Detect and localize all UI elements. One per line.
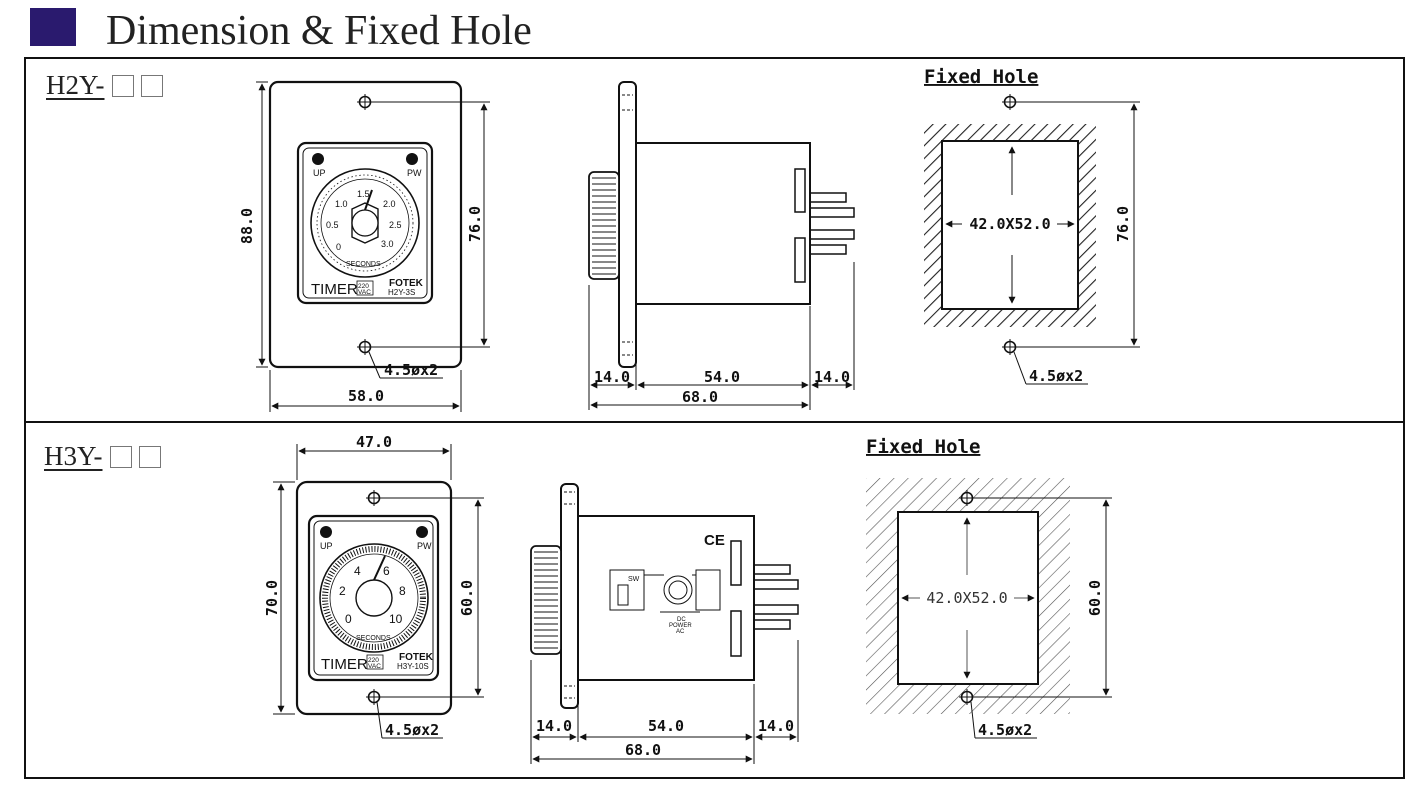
- screw-callout: 4.5øx2: [978, 721, 1032, 739]
- box-icon: [109, 445, 132, 468]
- dim-width: 58.0: [348, 387, 384, 405]
- scale-label: 1.5: [357, 189, 370, 199]
- model-label-h3y: H3Y-: [44, 441, 161, 472]
- wiring-diagram: [609, 569, 721, 613]
- scale-label: 2: [339, 584, 346, 598]
- voltage-label: 220: [368, 657, 379, 664]
- power-label: POWER: [669, 623, 692, 629]
- dim-body: 54.0: [704, 368, 740, 386]
- row-divider: [24, 421, 1405, 423]
- h2y-side-view: 14.0 54.0 14.0 68.0: [588, 81, 855, 410]
- up-label: UP: [320, 541, 333, 551]
- box-icon: [111, 74, 134, 97]
- timer-label: TIMER: [321, 656, 368, 673]
- h3y-front-view: UP PW 0 2 4 6 8 10 SECONDS TIMER 220 VAC…: [263, 433, 484, 739]
- screw-callout: 4.5øx2: [384, 361, 438, 379]
- dim-front: 14.0: [594, 368, 630, 386]
- page-title: Dimension & Fixed Hole: [106, 8, 532, 54]
- voltage-label: VAC: [358, 289, 371, 296]
- scale-label: 0.5: [326, 220, 339, 230]
- h3y-side-view: CE SW DC POWER AC 14.0 54.0 14.0 68.0: [530, 483, 799, 764]
- scale-label: 6: [383, 564, 390, 578]
- dc-label: DC: [677, 617, 686, 623]
- scale-label: 2.5: [389, 220, 402, 230]
- hole-height: 76.0: [1114, 206, 1132, 242]
- scale-label: 8: [399, 584, 406, 598]
- model-code: H2Y-3S: [388, 288, 415, 297]
- dim-total: 68.0: [625, 741, 661, 759]
- hole-size: 42.0X52.0: [926, 589, 1007, 607]
- box-icon: [140, 74, 163, 97]
- hole-size: 42.0X52.0: [969, 215, 1050, 233]
- sw-label: SW: [628, 576, 640, 583]
- box-icon: [138, 445, 161, 468]
- scale-label: 10: [389, 612, 403, 626]
- screw-callout: 4.5øx2: [385, 721, 439, 739]
- title-marker: [30, 8, 76, 46]
- pw-label: PW: [407, 168, 422, 178]
- scale-label: 0: [345, 612, 352, 626]
- scale-label: 0: [336, 242, 341, 252]
- dim-front: 14.0: [536, 717, 572, 735]
- scale-label: 2.0: [383, 199, 396, 209]
- scale-label: 3.0: [381, 239, 394, 249]
- seconds-label: SECONDS: [356, 635, 391, 642]
- h2y-front-view: UP PW 0 0.5 1.0 1.5 2.0 2.5 3.0 SECONDS …: [238, 80, 490, 412]
- seconds-label: SECONDS: [346, 261, 381, 268]
- timer-label: TIMER: [311, 281, 358, 298]
- dim-height: 88.0: [238, 208, 256, 244]
- pw-led-icon: [406, 153, 418, 165]
- model-text: H3Y-: [44, 441, 103, 471]
- voltage-label: 220: [358, 283, 369, 290]
- scale-label: 1.0: [335, 199, 348, 209]
- up-led-icon: [320, 526, 332, 538]
- up-label: UP: [313, 168, 326, 178]
- pw-led-icon: [416, 526, 428, 538]
- dim-inner-height: 76.0: [466, 206, 484, 242]
- diagram-frame: [24, 57, 1405, 779]
- ac-label: AC: [676, 629, 685, 635]
- hole-height: 60.0: [1086, 580, 1104, 616]
- fixed-hole-title: Fixed Hole: [866, 436, 980, 458]
- brand-label: FOTEK: [389, 278, 424, 289]
- dim-rear: 14.0: [758, 717, 794, 735]
- screw-callout: 4.5øx2: [1029, 367, 1083, 385]
- model-text: H2Y-: [46, 70, 105, 100]
- h2y-fixed-hole: Fixed Hole 42.0X52.0 76.0 4.5øx2: [924, 66, 1140, 385]
- scale-label: 4: [354, 564, 361, 578]
- model-code: H3Y-10S: [397, 662, 429, 671]
- dim-inner-height: 60.0: [458, 580, 476, 616]
- up-led-icon: [312, 153, 324, 165]
- dim-body: 54.0: [648, 717, 684, 735]
- fixed-hole-title: Fixed Hole: [924, 66, 1038, 88]
- voltage-label: VAC: [368, 663, 381, 670]
- brand-label: FOTEK: [399, 652, 434, 663]
- dim-width: 47.0: [356, 433, 392, 451]
- model-label-h2y: H2Y-: [46, 70, 163, 101]
- h3y-fixed-hole: Fixed Hole 42.0X52.0 60.0 4.5øx2: [866, 436, 1112, 739]
- dim-height: 70.0: [263, 580, 281, 616]
- dim-rear: 14.0: [814, 368, 850, 386]
- dim-total: 68.0: [682, 388, 718, 406]
- ce-mark-icon: CE: [704, 532, 725, 549]
- pw-label: PW: [417, 541, 432, 551]
